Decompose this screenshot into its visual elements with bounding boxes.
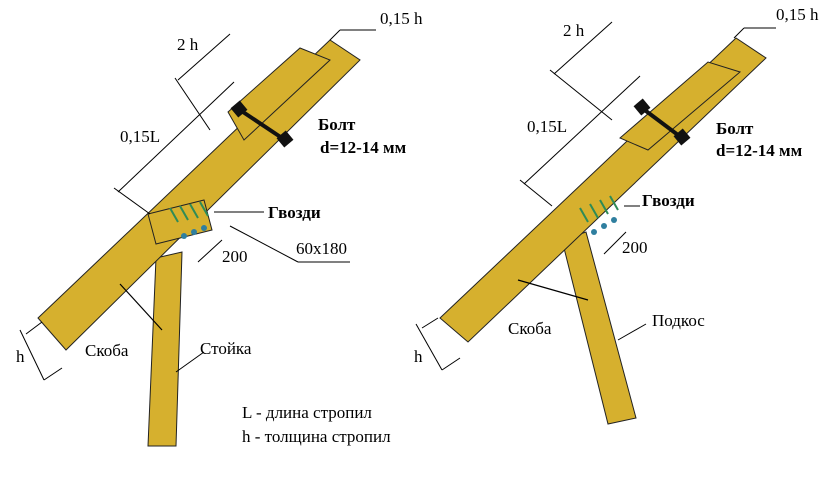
- left-dim-60x180: 60x180: [296, 239, 347, 258]
- right-nails-label: Гвозди: [642, 191, 695, 210]
- right-dim-015h: 0,15 h: [776, 5, 819, 24]
- left-bolt: [238, 108, 287, 142]
- right-strut-label: Подкос: [652, 311, 705, 330]
- left-post-label: Стойка: [200, 339, 252, 358]
- right-dim-h: h: [414, 347, 423, 366]
- left-dim-200: 200: [222, 247, 248, 266]
- left-brace-line: [119, 283, 163, 331]
- right-strut-leader: [617, 323, 647, 341]
- left-nails-label: Гвозди: [268, 203, 321, 222]
- right-brace-line: [517, 279, 589, 301]
- left-bolt-head: [230, 100, 248, 118]
- right-bolt-head: [633, 98, 651, 116]
- right-assembly: 0,15 h 2 h 0,15L Болт d=12-14 мм Гвозди …: [414, 5, 819, 425]
- left-bolt-nut: [276, 130, 294, 148]
- right-strut: [561, 231, 637, 425]
- right-bolt-spec: d=12-14 мм: [716, 141, 803, 160]
- right-bolt-nut: [673, 128, 691, 146]
- left-dimensions: [19, 29, 376, 381]
- left-dim-015h: 0,15 h: [380, 9, 423, 28]
- left-dim-h: h: [16, 347, 25, 366]
- right-brace-label: Скоба: [508, 319, 552, 338]
- left-dim-015L: 0,15L: [120, 127, 160, 146]
- right-overlay-board: [619, 61, 742, 151]
- left-rafter: [37, 39, 361, 351]
- right-dim-200: 200: [622, 238, 648, 257]
- left-brace-label: Скоба: [85, 341, 129, 360]
- left-post: [147, 251, 183, 447]
- left-bolt-label: Болт: [318, 115, 356, 134]
- right-dimensions: [415, 21, 776, 371]
- right-dim-2h: 2 h: [563, 21, 585, 40]
- legend-line-2: h - толщина стропил: [242, 427, 391, 446]
- legend-line-1: L - длина стропил: [242, 403, 372, 422]
- right-nails: [579, 195, 619, 235]
- right-bolt-label: Болт: [716, 119, 754, 138]
- right-bolt: [640, 106, 684, 140]
- left-bolt-spec: d=12-14 мм: [320, 138, 407, 157]
- legend: L - длина стропил h - толщина стропил: [242, 403, 391, 446]
- left-post-leader: [175, 351, 205, 373]
- left-dim-2h: 2 h: [177, 35, 199, 54]
- right-dim-015L: 0,15L: [527, 117, 567, 136]
- left-nails: [169, 201, 209, 239]
- left-assembly: 0,15 h 2 h 0,15L Болт d=12-14 мм Гвозди …: [16, 9, 423, 447]
